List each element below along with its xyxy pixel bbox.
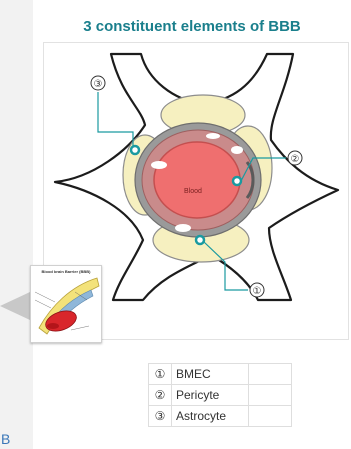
legend-row: ① BMEC — [149, 364, 292, 385]
legend-label: Pericyte — [172, 385, 249, 406]
slide: 3 constituent elements of BBB Blood ③ — [33, 0, 351, 449]
callout-3-label: ③ — [94, 79, 103, 90]
callout-3-leader — [98, 92, 133, 148]
endothelial-nucleus-1 — [151, 161, 167, 169]
legend-row: ② Pericyte — [149, 385, 292, 406]
legend-label: Astrocyte — [172, 406, 249, 427]
bbb-thumbnail-image[interactable]: Blood brain Barrier (BBB) — [30, 265, 102, 343]
legend-num: ③ — [149, 406, 172, 427]
legend-empty-cell — [249, 385, 292, 406]
callout-2-dot — [233, 177, 241, 185]
legend-empty-cell — [249, 406, 292, 427]
corner-text: B — [1, 431, 10, 447]
thumbnail-illustration — [31, 266, 101, 342]
callout-1-label: ① — [253, 286, 262, 297]
blood-lumen — [154, 142, 240, 218]
legend-label: BMEC — [172, 364, 249, 385]
legend-num: ① — [149, 364, 172, 385]
endothelial-nucleus-4 — [206, 133, 220, 139]
previous-slide-arrow[interactable] — [0, 292, 30, 320]
callout-3-dot — [131, 146, 139, 154]
endothelial-nucleus-2 — [175, 224, 191, 232]
callout-1-dot — [196, 236, 204, 244]
legend-table: ① BMEC ② Pericyte ③ Astrocyte — [148, 363, 292, 427]
legend-num: ② — [149, 385, 172, 406]
endothelial-nucleus-3 — [231, 146, 243, 154]
legend-row: ③ Astrocyte — [149, 406, 292, 427]
legend-empty-cell — [249, 364, 292, 385]
callout-2-label: ② — [291, 154, 300, 165]
blood-label: Blood — [184, 188, 202, 195]
